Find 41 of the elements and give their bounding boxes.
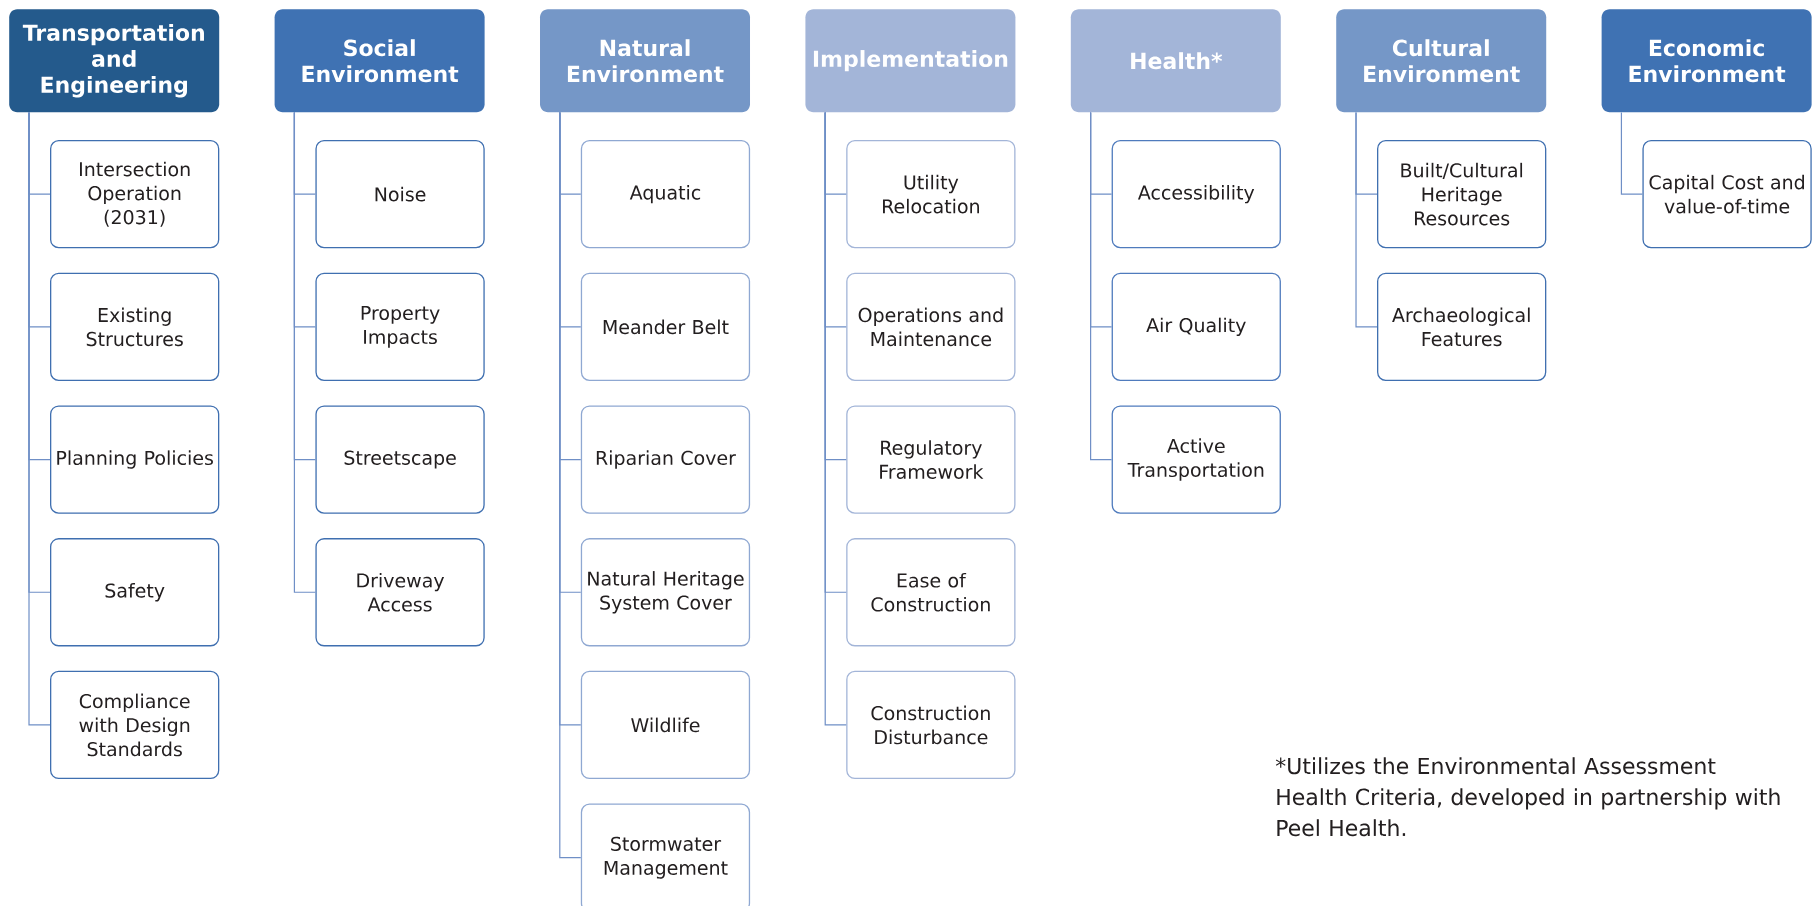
criterion-box: Compliance with Design Standards <box>50 670 220 780</box>
connector <box>1355 111 1378 328</box>
criterion-box: Streetscape <box>315 405 485 514</box>
criterion-box: Archaeological Features <box>1377 272 1547 381</box>
criterion-box: Driveway Access <box>315 538 485 647</box>
criterion-box: Air Quality <box>1111 272 1281 381</box>
criterion-box: Wildlife <box>580 670 751 780</box>
category-header: Cultural Environment <box>1336 9 1547 113</box>
criterion-box: Accessibility <box>1111 140 1281 249</box>
category-header: Implementation <box>805 9 1016 113</box>
connector <box>559 111 582 859</box>
category-header: Transportation and Engineering <box>9 9 220 113</box>
criterion-box: Noise <box>315 140 485 249</box>
criterion-box: Capital Cost and value-of-time <box>1642 140 1812 249</box>
criterion-box: Utility Relocation <box>846 140 1016 249</box>
category-header: Social Environment <box>274 9 485 113</box>
criterion-box: Construction Disturbance <box>846 670 1016 780</box>
connector <box>1090 111 1113 461</box>
footnote: *Utilizes the Environmental Assessment Health Criteria, developed in partnership with Peel Health. <box>1275 757 1780 837</box>
category-header: Economic Environment <box>1601 9 1812 113</box>
criterion-box: Aquatic <box>580 140 751 249</box>
criterion-box: Natural Heritage System Cover <box>580 538 751 647</box>
connector <box>28 111 51 726</box>
category-header: Health* <box>1070 9 1281 113</box>
connector <box>824 111 847 726</box>
criterion-box: Safety <box>50 538 220 647</box>
criterion-box: Planning Policies <box>50 405 220 514</box>
criterion-box: Ease of Construction <box>846 538 1016 647</box>
criterion-box: Intersection Operation (2031) <box>50 140 220 249</box>
criterion-box: Property Impacts <box>315 272 485 381</box>
criterion-box: Existing Structures <box>50 272 220 381</box>
category-header: Natural Environment <box>540 9 750 113</box>
criterion-box: Riparian Cover <box>580 405 751 514</box>
criterion-box: Active Transportation <box>1111 405 1281 514</box>
criterion-box: Operations and Maintenance <box>846 272 1016 381</box>
criterion-box: Stormwater Management <box>580 803 751 906</box>
criterion-box: Meander Belt <box>580 272 751 381</box>
connector <box>1620 111 1643 195</box>
connector <box>293 111 316 593</box>
criterion-box: Regulatory Framework <box>846 405 1016 514</box>
criterion-box: Built/Cultural Heritage Resources <box>1377 140 1547 249</box>
